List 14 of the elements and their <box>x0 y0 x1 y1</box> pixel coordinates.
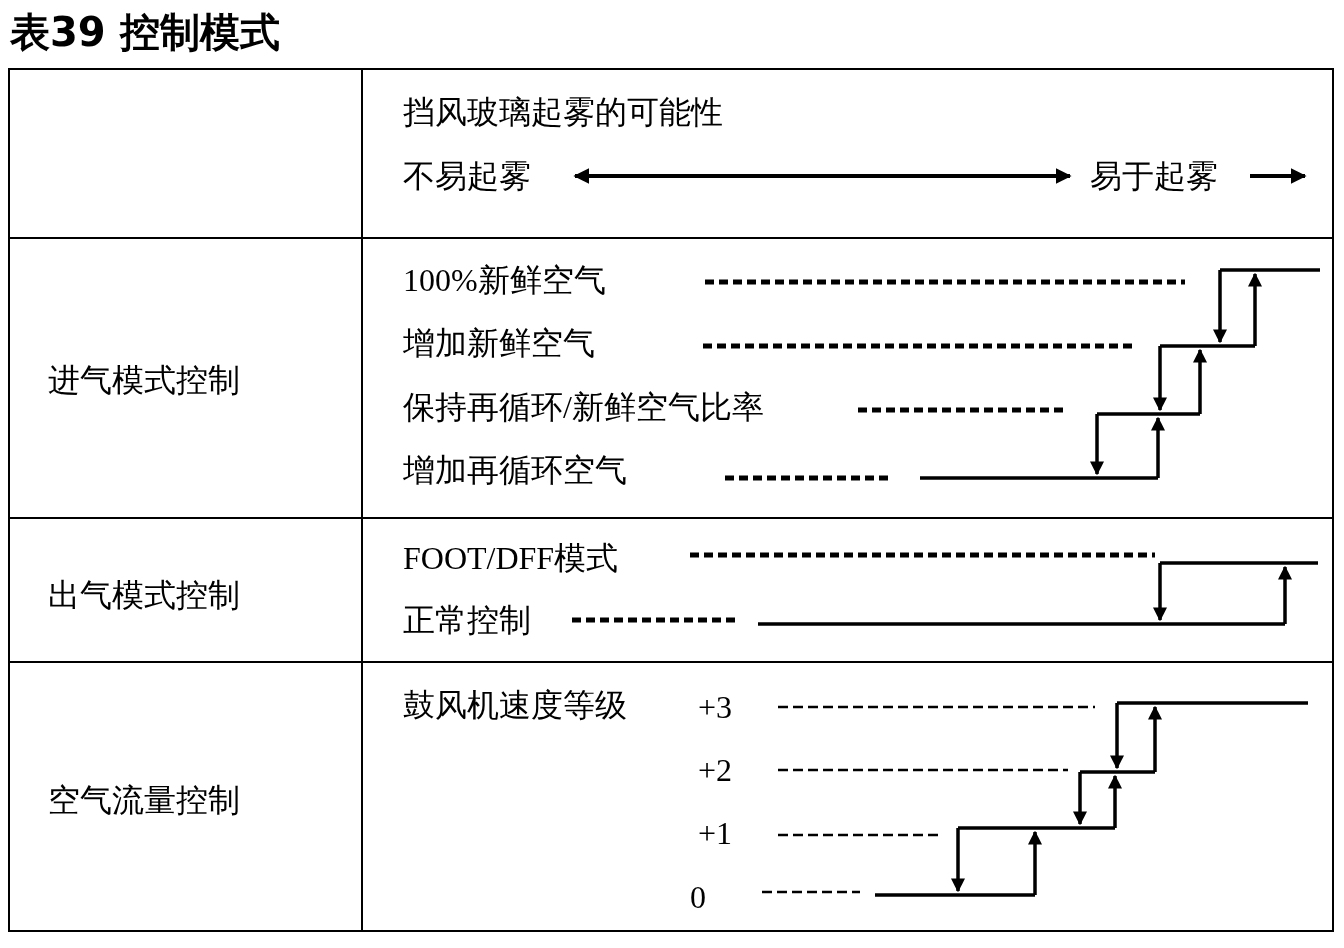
table-title: 表39 控制模式 <box>10 8 280 56</box>
mode-label: 增加再循环空气 <box>403 452 627 488</box>
mode-label: 100%新鲜空气 <box>403 262 606 298</box>
row-header: 空气流量控制 <box>48 782 240 818</box>
column-header: 挡风玻璃起雾的可能性 <box>403 94 723 130</box>
row-header: 出气模式控制 <box>48 577 240 613</box>
mode-label: 正常控制 <box>403 602 531 638</box>
scale-end-label: 易于起雾 <box>1090 158 1218 194</box>
mode-label: FOOT/DFF模式 <box>403 540 619 576</box>
mode-label: 保持再循环/新鲜空气比率 <box>403 389 764 425</box>
mode-label: 鼓风机速度等级 <box>403 687 627 723</box>
row-header: 进气模式控制 <box>48 362 240 398</box>
scale-end-label: 不易起雾 <box>403 158 531 194</box>
mode-label: 增加新鲜空气 <box>403 325 595 361</box>
